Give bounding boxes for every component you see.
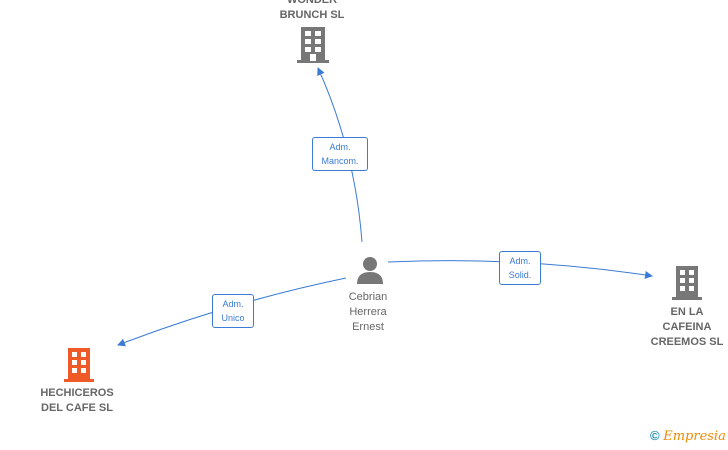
edge-label-mancom: Adm. Mancom. bbox=[312, 137, 368, 171]
edge-label-unico: Adm. Unico bbox=[212, 294, 254, 328]
label-line: Herrera bbox=[349, 306, 387, 318]
building-icon[interactable] bbox=[297, 27, 331, 63]
brand-logo: Empresia bbox=[663, 429, 726, 444]
label-line: HECHICEROS bbox=[40, 387, 114, 399]
label-line: DEL CAFE SL bbox=[41, 402, 113, 414]
node-wonder-label[interactable]: WONDER BRUNCH SL bbox=[262, 0, 362, 23]
label-line: BRUNCH SL bbox=[279, 9, 345, 21]
edge-label-solid: Adm. Solid. bbox=[499, 251, 541, 285]
edge-label-line: Unico bbox=[221, 313, 245, 323]
node-hechiceros-label[interactable]: HECHICEROS DEL CAFE SL bbox=[27, 386, 127, 416]
label-line: Ernest bbox=[352, 321, 384, 333]
building-icon[interactable] bbox=[64, 348, 96, 382]
label-line: Cebrian bbox=[348, 291, 388, 303]
edge-label-line: Solid. bbox=[508, 270, 532, 280]
label-line: WONDER bbox=[286, 0, 338, 6]
edge-label-line: Adm. bbox=[329, 142, 351, 152]
label-line: CREEMOS SL bbox=[650, 336, 724, 348]
edge-label-line: Adm. bbox=[509, 256, 531, 266]
edge-label-line: Mancom. bbox=[321, 156, 359, 166]
label-line: EN LA bbox=[670, 306, 704, 318]
node-cafeina-label[interactable]: EN LA CAFEINA CREEMOS SL bbox=[637, 305, 728, 350]
edge-label-line: Adm. bbox=[222, 299, 244, 309]
watermark: © Empresia bbox=[650, 428, 726, 444]
person-icon[interactable] bbox=[355, 255, 385, 285]
copyright-icon: © bbox=[650, 428, 660, 443]
label-line: CAFEINA bbox=[662, 321, 712, 333]
building-icon[interactable] bbox=[672, 266, 704, 300]
